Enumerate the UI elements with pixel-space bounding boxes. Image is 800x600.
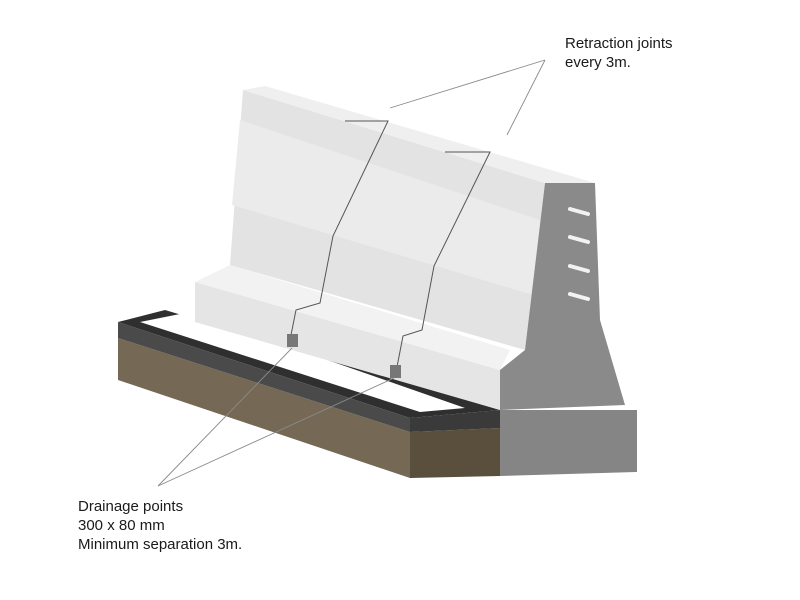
barrier-mid-band	[232, 120, 540, 295]
annotation-line: Retraction joints	[565, 35, 673, 52]
asphalt-end	[410, 410, 500, 432]
barrier-top-cap	[243, 86, 595, 183]
slot	[568, 292, 590, 301]
annotation-line: 300 x 80 mm	[78, 517, 165, 534]
barrier-end-base	[500, 410, 637, 476]
side-slots	[568, 207, 590, 301]
leader-line-drainage-2	[157, 377, 395, 487]
retraction-joint-2	[395, 151, 491, 373]
retraction-joints-annotation: Retraction joints every 3m.	[565, 34, 673, 72]
annotation-line: Drainage points	[78, 498, 184, 515]
leader-line-retraction-1	[389, 59, 546, 109]
soil-end	[410, 428, 500, 478]
barrier-step-top	[195, 265, 510, 370]
leader-lines	[157, 59, 546, 487]
slot	[568, 207, 590, 216]
annotation-line: every 3m.	[565, 54, 631, 71]
gutter-strip	[140, 312, 465, 412]
leader-line-retraction-2	[506, 59, 546, 136]
retraction-joints	[288, 120, 491, 373]
annotation-line: Minimum separation 3m.	[78, 536, 243, 553]
barrier-base-front	[195, 282, 500, 410]
retraction-joint-1	[288, 120, 389, 346]
barrier-end-profile	[500, 183, 625, 410]
drainage-point-2	[390, 365, 401, 378]
leader-line-drainage-1	[157, 347, 293, 487]
drainage-points-annotation: Drainage points 300 x 80 mm Minimum sepa…	[78, 497, 242, 554]
slot	[568, 264, 590, 273]
drainage-point-1	[287, 334, 298, 347]
slot	[568, 235, 590, 244]
soil-front	[118, 338, 410, 478]
